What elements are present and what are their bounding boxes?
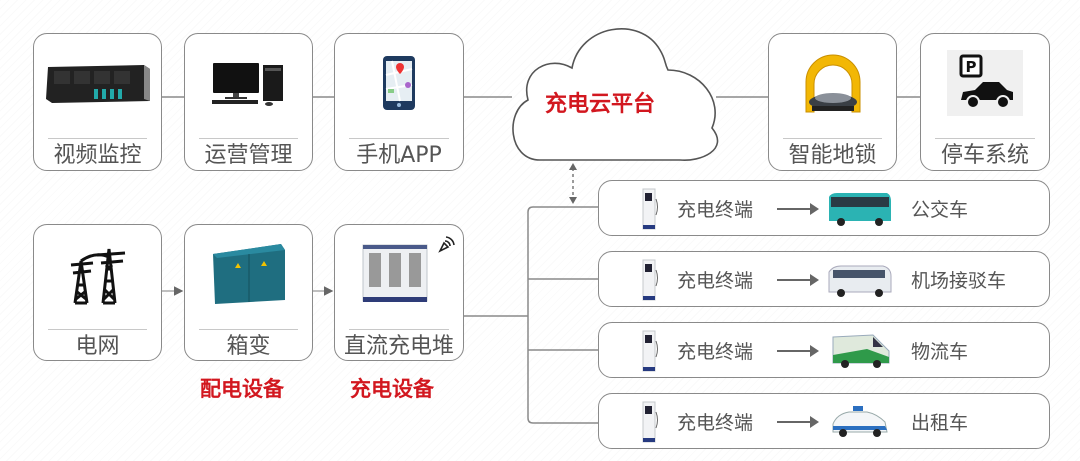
mobile-phone-map-icon (335, 42, 463, 124)
node-divider (783, 138, 882, 139)
terminal-label: 充电终端 (677, 412, 754, 434)
arrow-right-icon (777, 203, 819, 215)
node-label: 视频监控 (53, 143, 142, 168)
node-divider (349, 329, 449, 330)
terminal-label: 充电终端 (677, 341, 754, 363)
node-box-transformer[interactable]: 箱变 (184, 224, 313, 361)
charging-pile-icon (641, 187, 659, 235)
node-divider (48, 329, 147, 330)
node-smart-parking-lock[interactable]: 智能地锁 (768, 33, 897, 171)
parking-lock-icon (769, 42, 896, 124)
node-divider (48, 138, 147, 139)
node-label: 箱变 (226, 334, 271, 359)
box-transformer-icon (185, 233, 312, 315)
dashed-arrow-up-head (569, 163, 577, 170)
vehicle-label: 公交车 (911, 199, 969, 221)
node-power-grid[interactable]: 电网 (33, 224, 162, 361)
distribution-equipment-label: 配电设备 (200, 377, 284, 401)
coach-bus-icon (827, 258, 893, 300)
power-tower-icon (34, 233, 161, 315)
taxi-icon (827, 400, 893, 442)
svg-text:P: P (966, 58, 977, 76)
node-divider (199, 329, 298, 330)
cloud-icon (512, 28, 719, 161)
trunk-line (527, 206, 598, 424)
node-mobile-app[interactable]: 手机APP (334, 33, 464, 171)
node-divider (935, 138, 1035, 139)
node-label: 电网 (75, 334, 120, 359)
node-label: 运营管理 (204, 143, 293, 168)
charging-pile-icon (641, 400, 659, 448)
node-divider (199, 138, 298, 139)
arrow-right-icon (777, 416, 819, 428)
arrow-right-icon (777, 274, 819, 286)
node-label: 智能地锁 (788, 143, 877, 168)
node-label: 手机APP (356, 143, 442, 168)
terminal-row-taxi[interactable]: 充电终端 出租车 (598, 393, 1050, 449)
node-divider (349, 138, 449, 139)
node-label: 直流充电堆 (343, 334, 454, 359)
wireless-signal-icon (437, 235, 455, 257)
parking-car-icon: P (921, 42, 1049, 124)
vehicle-label: 物流车 (911, 341, 969, 363)
node-operations-management[interactable]: 运营管理 (184, 33, 313, 171)
node-dc-charging-stack[interactable]: 直流充电堆 (334, 224, 464, 361)
dashed-arrow-down-head (569, 197, 577, 204)
node-label: 停车系统 (940, 143, 1029, 168)
vehicle-label: 机场接驳车 (911, 270, 1007, 292)
terminal-label: 充电终端 (677, 270, 754, 292)
desktop-computer-icon (185, 42, 312, 124)
charging-pile-icon (641, 329, 659, 377)
terminal-row-logistics[interactable]: 充电终端 物流车 (598, 322, 1050, 378)
dc-charging-stack-icon (335, 233, 463, 315)
server-rack-icon (34, 42, 161, 124)
arrow-right-icon (777, 345, 819, 357)
node-video-monitoring[interactable]: 视频监控 (33, 33, 162, 171)
city-bus-icon (827, 187, 893, 229)
charging-pile-icon (641, 258, 659, 306)
terminal-label: 充电终端 (677, 199, 754, 221)
charging-equipment-label: 充电设备 (350, 377, 434, 401)
terminal-row-bus[interactable]: 充电终端 公交车 (598, 180, 1050, 236)
logistics-van-icon (827, 329, 893, 371)
platform-label: 充电云平台 (544, 92, 655, 117)
terminal-row-airport-shuttle[interactable]: 充电终端 机场接驳车 (598, 251, 1050, 307)
node-parking-system[interactable]: P 停车系统 (920, 33, 1050, 171)
vehicle-label: 出租车 (911, 412, 969, 434)
